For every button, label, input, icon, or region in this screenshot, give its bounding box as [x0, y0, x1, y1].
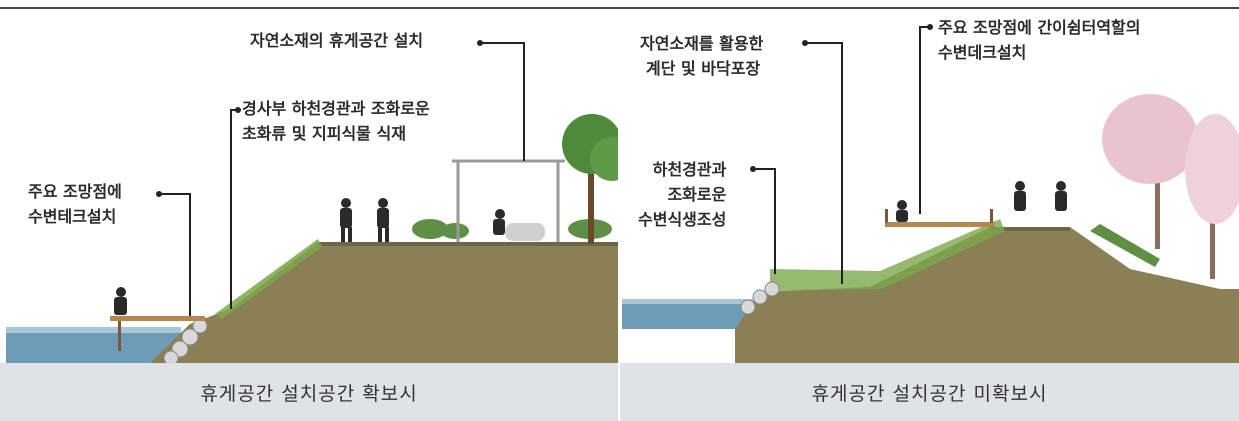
callout-text: 계단 및 바닥포장 — [646, 59, 761, 78]
callout-text: 조화로운 — [667, 185, 727, 204]
callout-rest-area: 자연소재의 휴게공간 설치 — [250, 28, 423, 53]
embankment-ground — [150, 242, 618, 363]
callout-text: 경사부 하천경관과 조화로운 — [242, 99, 430, 118]
callout-text: 하천경관과 — [652, 160, 727, 179]
panel-divider — [618, 9, 620, 421]
slope-shrubs — [1090, 224, 1160, 267]
left-caption: 휴게공간 설치공간 확보시 — [200, 382, 418, 405]
rip-rap-rocks — [163, 318, 208, 363]
callout-text: 자연소재를 활용한 — [640, 34, 764, 53]
people-walking — [1014, 181, 1067, 211]
callout-stairs-paving: 자연소재를 활용한 계단 및 바닥포장 — [640, 31, 763, 81]
right-caption: 휴게공간 설치공간 미확보시 — [811, 382, 1048, 405]
left-caption-bar: 휴게공간 설치공간 확보시 — [0, 363, 618, 421]
bench — [505, 223, 545, 241]
right-panel: 자연소재를 활용한 계단 및 바닥포장 주요 조망점에 간이쉼터역할의 수변데크… — [620, 9, 1239, 421]
embankment-ground — [735, 227, 1239, 363]
callout-text: 수변식생조성 — [638, 210, 727, 229]
people-on-deck — [896, 200, 908, 222]
callout-text: 수변테크설치 — [28, 207, 117, 226]
callout-text: 수변데크설치 — [938, 43, 1027, 62]
rip-rap-rocks — [740, 281, 780, 315]
waterside-deck — [885, 222, 995, 227]
callout-shelter-deck: 주요 조망점에 간이쉼터역할의 수변데크설치 — [938, 15, 1141, 65]
callout-text: 주요 조망점에 간이쉼터역할의 — [938, 18, 1141, 37]
slope-grass — [215, 239, 322, 319]
callout-text: 초화류 및 지피식물 식재 — [242, 124, 406, 143]
cherry-blossom-trees — [1102, 94, 1239, 279]
waterside-deck — [110, 316, 205, 321]
callout-text: 주요 조망점에 — [28, 182, 122, 201]
right-cross-section-illustration — [620, 9, 1239, 363]
person-on-bench — [493, 209, 505, 235]
riparian-vegetation — [770, 219, 1005, 291]
callout-text: 자연소재의 휴게공간 설치 — [250, 31, 424, 50]
left-cross-section-illustration — [0, 9, 618, 363]
callout-leaders — [753, 26, 930, 284]
tree — [562, 114, 618, 244]
left-panel: 자연소재의 휴게공간 설치 경사부 하천경관과 조화로운 초화류 및 지피식물 … — [0, 9, 618, 421]
callout-slope-planting: 경사부 하천경관과 조화로운 초화류 및 지피식물 식재 — [242, 96, 430, 146]
top-rule — [0, 7, 1239, 9]
callout-riparian-vegetation: 하천경관과 조화로운 수변식생조성 — [638, 157, 726, 232]
person-sitting — [114, 287, 127, 315]
people-walking — [340, 198, 389, 242]
pergola-shelter — [452, 159, 565, 242]
right-caption-bar: 휴게공간 설치공간 미확보시 — [620, 363, 1239, 421]
callout-waterside-deck: 주요 조망점에 수변테크설치 — [28, 179, 122, 229]
